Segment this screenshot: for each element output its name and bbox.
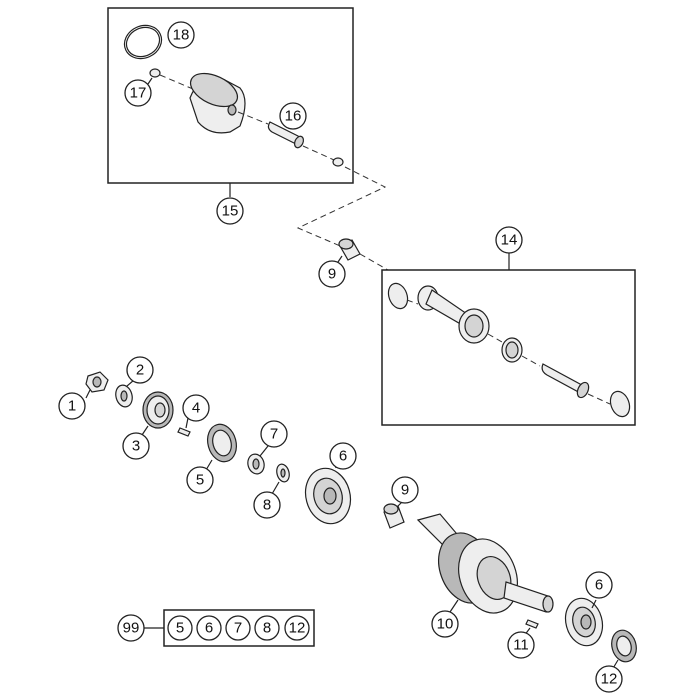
callout-9-top: 9 — [318, 260, 346, 288]
conrod-thrust-washer-left — [387, 282, 409, 310]
callout-10: 10 — [431, 610, 459, 638]
crankshaft-key — [525, 619, 539, 629]
crankshaft-bearing-right — [564, 597, 604, 647]
callout-17: 17 — [124, 79, 152, 107]
crankshaft — [416, 513, 554, 614]
kit-item: 8 — [263, 620, 271, 637]
shaft-seal-ring — [207, 423, 237, 463]
callout-6-right: 6 — [585, 571, 613, 599]
svg-text:15: 15 — [222, 203, 239, 220]
kit-label: 99 — [123, 620, 140, 637]
needle-bearing — [383, 503, 405, 529]
callout-6-left: 6 — [329, 442, 357, 470]
svg-text:11: 11 — [513, 637, 529, 654]
svg-text:4: 4 — [192, 400, 200, 417]
conrod-thrust-washer-right — [609, 390, 631, 418]
svg-text:12: 12 — [601, 671, 618, 688]
svg-text:3: 3 — [132, 438, 140, 455]
svg-text:10: 10 — [437, 616, 454, 633]
kit-item: 5 — [176, 620, 184, 637]
svg-text:16: 16 — [285, 108, 302, 125]
svg-text:14: 14 — [501, 232, 518, 249]
callout-11: 11 — [507, 631, 535, 659]
svg-text:2: 2 — [136, 362, 144, 379]
piston-ring — [123, 24, 163, 60]
woodruff-key — [177, 427, 191, 437]
connecting-rod — [417, 285, 490, 344]
kit-item: 7 — [234, 620, 242, 637]
svg-text:5: 5 — [196, 472, 204, 489]
callout-8: 8 — [253, 491, 281, 519]
crankshaft-bearing-left — [304, 467, 352, 525]
piston-pin-circlip — [149, 68, 161, 78]
callout-7: 7 — [260, 420, 288, 448]
callout-3: 3 — [122, 432, 150, 460]
piston — [189, 72, 246, 134]
callout-9-bottom: 9 — [391, 476, 419, 504]
callout-15: 15 — [216, 197, 244, 225]
svg-text:6: 6 — [339, 448, 347, 465]
callout-14: 14 — [495, 226, 523, 254]
piston-pin-circlip-right — [332, 157, 344, 167]
shaft-seal-right — [611, 629, 637, 663]
piston-pin — [267, 121, 305, 149]
callout-1: 1 — [58, 392, 86, 420]
svg-text:18: 18 — [173, 27, 190, 44]
callout-18: 18 — [167, 21, 195, 49]
svg-text:1: 1 — [68, 398, 76, 415]
callout-12: 12 — [595, 665, 623, 693]
kit-item: 12 — [289, 620, 306, 637]
svg-text:9: 9 — [401, 482, 409, 499]
svg-text:8: 8 — [263, 497, 271, 514]
callout-2: 2 — [126, 356, 154, 384]
kit-item: 6 — [205, 620, 213, 637]
callout-5: 5 — [186, 466, 214, 494]
svg-text:6: 6 — [595, 577, 603, 594]
crank-pin — [541, 363, 590, 399]
primary-gear — [142, 391, 174, 429]
callout-4: 4 — [182, 394, 210, 422]
kit-group: 99 5 6 7 8 12 — [117, 609, 315, 647]
callout-16: 16 — [279, 102, 307, 130]
svg-text:17: 17 — [130, 85, 147, 102]
big-end-bearing — [501, 337, 523, 363]
svg-text:9: 9 — [328, 266, 336, 283]
svg-text:7: 7 — [270, 426, 278, 443]
